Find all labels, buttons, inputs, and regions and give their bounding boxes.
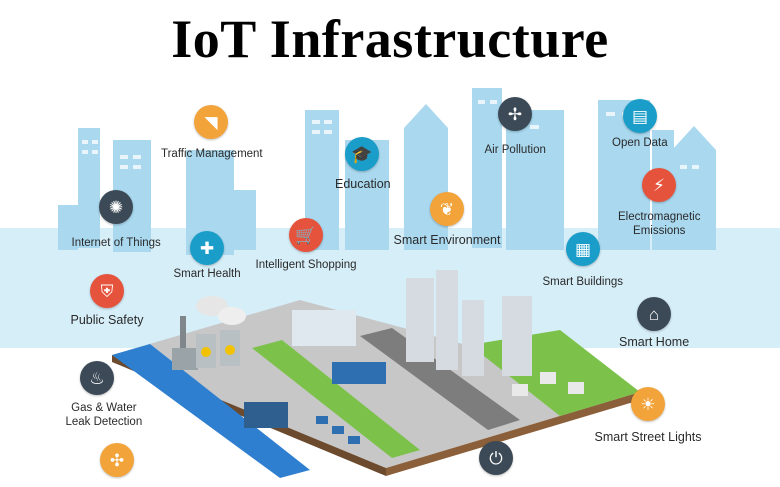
feature-label-home: Smart Home	[619, 335, 690, 349]
database-icon: ▤	[623, 99, 657, 133]
blue-building	[244, 402, 288, 428]
hospital	[292, 310, 356, 346]
page-title: IoT Infrastructure	[171, 9, 609, 69]
feature-label-public: Public Safety	[70, 313, 144, 327]
river	[112, 344, 310, 478]
feature-label-buildings: Smart Buildings	[542, 276, 624, 288]
ground-edge-right	[386, 392, 640, 476]
shopping-cart-icon: 🛒	[289, 218, 323, 252]
feature-label-smarthealth: Smart Health	[173, 268, 241, 280]
leaf-icon: ❦	[430, 192, 464, 226]
skyscrapers	[406, 270, 532, 376]
feature-label-education: Education	[335, 177, 391, 191]
house-icon: ⌂	[637, 297, 671, 331]
office-building-icon: ▦	[566, 232, 600, 266]
feature-label-line: Electromagnetic	[618, 211, 701, 223]
market	[332, 362, 386, 384]
feature-label-line: Emissions	[633, 225, 686, 237]
fan-icon: ✢	[498, 97, 532, 131]
feature-label-shopping: Intelligent Shopping	[255, 259, 357, 271]
network-hub-icon: ✺	[99, 190, 133, 224]
feature-label-traffic: Traffic Management	[161, 148, 263, 160]
factory	[172, 296, 246, 370]
cctv-camera-icon: ◥	[194, 105, 228, 139]
feature-label-line: Leak Detection	[65, 416, 143, 428]
graduation-cap-icon: 🎓	[345, 137, 379, 171]
feature-label-open: Open Data	[612, 137, 668, 149]
power-tower-icon: ⚡	[642, 168, 676, 202]
feature-label-air: Air Pollution	[484, 144, 546, 156]
medical-kit-icon: ✚	[190, 231, 224, 265]
electric-plug-icon: ⏻	[479, 441, 513, 475]
wind-turbine-icon: ✣	[100, 443, 134, 477]
feature-label-iot: Internet of Things	[71, 237, 161, 249]
houses	[512, 372, 584, 396]
feature-label-environment: Smart Environment	[393, 233, 501, 247]
solar-panels	[316, 416, 360, 444]
flame-drop-icon: ♨	[80, 361, 114, 395]
park-strip	[252, 340, 420, 458]
light-bulb-icon: ☀	[631, 387, 665, 421]
shield-icon: ⛨	[90, 274, 124, 308]
road	[360, 328, 520, 430]
feature-label-line: Gas & Water	[71, 402, 137, 414]
feature-label-street: Smart Street Lights	[594, 430, 702, 444]
